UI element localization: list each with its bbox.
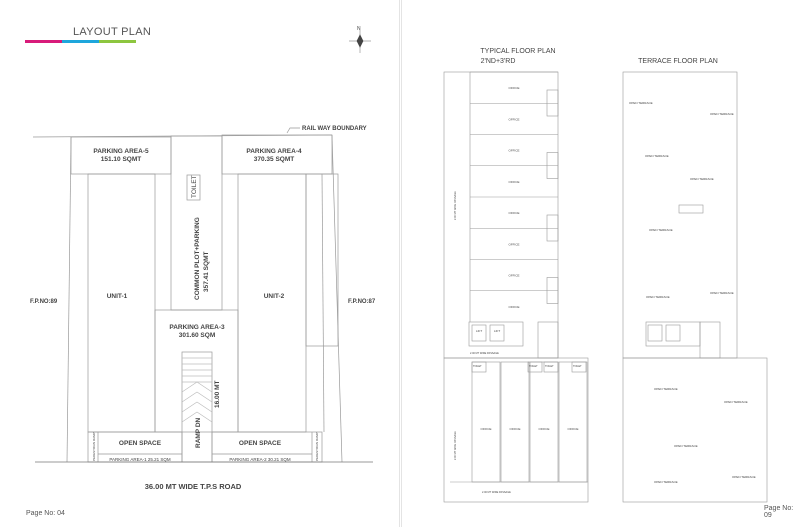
floor-plan-page: TYPICAL FLOOR PLAN 2'ND+3'RD TERRACE FLO… — [401, 0, 800, 527]
open-terrace-label: OPEN TERRACE — [629, 101, 653, 105]
open-terrace-label: OPEN TERRACE — [646, 295, 670, 299]
svg-text:N: N — [357, 26, 361, 32]
toilet-box — [543, 361, 559, 373]
road-label: 36.00 MT WIDE T.P.S ROAD — [145, 482, 242, 491]
layout-plan-drawing: N RAIL WAY BOUNDARY PARKIN — [30, 26, 376, 491]
svg-text:COMMON PLOT+PARKING: COMMON PLOT+PARKING — [194, 217, 201, 300]
svg-text:OPEN SPACE: OPEN SPACE — [119, 440, 162, 447]
svg-text:LIFT: LIFT — [494, 329, 500, 333]
svg-text:PEDESTRIAN RAMP: PEDESTRIAN RAMP — [315, 432, 319, 461]
office-label: OFFICE — [510, 427, 521, 431]
svg-text:TOILET: TOILET — [191, 175, 198, 198]
svg-text:F.P.NO:87: F.P.NO:87 — [348, 299, 376, 305]
office-label: OFFICE — [568, 427, 579, 431]
toilet-label: TOILET — [473, 365, 482, 368]
office-unit — [558, 361, 588, 483]
open-terrace-label: OPEN TERRACE — [710, 112, 734, 116]
office-label: OFFICE — [509, 180, 520, 184]
toilet-label: TOILET — [545, 365, 554, 368]
svg-text:16.00 MT: 16.00 MT — [214, 381, 221, 408]
svg-text:2.00 MT WIDE PASSAGE: 2.00 MT WIDE PASSAGE — [454, 191, 457, 220]
office-label: OFFICE — [509, 305, 520, 309]
office-label: OFFICE — [539, 427, 550, 431]
open-terrace-label: OPEN TERRACE — [674, 444, 698, 448]
open-terrace-label: OPEN TERRACE — [645, 154, 669, 158]
svg-text:PARKING AREA-2 30.21 SQM: PARKING AREA-2 30.21 SQM — [229, 457, 290, 462]
office-unit — [500, 361, 530, 483]
brand-bar-blue — [62, 40, 99, 43]
open-terrace-label: OPEN TERRACE — [649, 228, 673, 232]
office-unit — [471, 361, 501, 483]
floor-plans-drawing: TYPICAL FLOOR PLAN 2'ND+3'RD TERRACE FLO… — [443, 48, 768, 503]
office-label: OFFICE — [481, 427, 492, 431]
typical-title: TYPICAL FLOOR PLAN — [480, 48, 555, 55]
open-terrace-label: OPEN TERRACE — [732, 475, 756, 479]
svg-text:F.P.NO:89: F.P.NO:89 — [30, 299, 58, 305]
toilet-box — [527, 361, 543, 373]
svg-text:2.00 MT WIDE PASSAGE: 2.00 MT WIDE PASSAGE — [470, 352, 499, 355]
open-terrace-label: OPEN TERRACE — [654, 387, 678, 391]
open-terrace-label: OPEN TERRACE — [690, 177, 714, 181]
svg-text:2.00 MT WIDE PASSAGE: 2.00 MT WIDE PASSAGE — [482, 491, 511, 494]
svg-text:UNIT-2: UNIT-2 — [264, 293, 285, 300]
office-unit — [529, 361, 559, 483]
page-title: LAYOUT PLAN — [73, 26, 152, 38]
svg-text:PARKING AREA-4: PARKING AREA-4 — [246, 148, 302, 155]
toilet-box — [571, 361, 587, 373]
svg-text:301.60 SQM: 301.60 SQM — [179, 332, 216, 339]
svg-text:LIFT: LIFT — [476, 329, 482, 333]
svg-text:PEDESTRIAN RAMP: PEDESTRIAN RAMP — [92, 432, 96, 461]
brand-bar-pink — [25, 40, 62, 43]
office-label: OFFICE — [509, 211, 520, 215]
layout-plan-page: LAYOUT PLAN N RAIL WAY BOUNDARY — [0, 0, 400, 527]
svg-text:357.41 SQMT: 357.41 SQMT — [203, 252, 210, 292]
typical-subtitle: 2'ND+3'RD — [481, 58, 516, 65]
svg-text:RAMP DN: RAMP DN — [195, 417, 202, 448]
svg-text:151.10 SQMT: 151.10 SQMT — [101, 156, 141, 163]
svg-text:PARKING AREA-5: PARKING AREA-5 — [93, 148, 149, 155]
toilet-label: TOILET — [529, 365, 538, 368]
svg-text:UNIT-1: UNIT-1 — [107, 293, 128, 300]
office-label: OFFICE — [509, 242, 520, 246]
svg-text:PARKING AREA-1 25.21 SQM: PARKING AREA-1 25.21 SQM — [109, 457, 170, 462]
page-number: Page No: 04 — [26, 510, 65, 517]
toilet-box — [471, 361, 487, 373]
toilet-label: TOILET — [573, 365, 582, 368]
office-label: OFFICE — [509, 86, 520, 90]
railway-label: RAIL WAY BOUNDARY — [302, 126, 367, 132]
open-terrace-label: OPEN TERRACE — [710, 291, 734, 295]
open-terrace-label: OPEN TERRACE — [724, 400, 748, 404]
office-label: OFFICE — [509, 149, 520, 153]
open-terrace-label: OPEN TERRACE — [654, 480, 678, 484]
terrace-title: TERRACE FLOOR PLAN — [638, 58, 718, 65]
office-label: OFFICE — [509, 274, 520, 278]
page-number: Page No: 09 — [764, 505, 794, 519]
svg-text:OPEN SPACE: OPEN SPACE — [239, 440, 282, 447]
brand-bar-green — [99, 40, 136, 43]
north-arrow-icon: N — [349, 26, 371, 53]
office-label: OFFICE — [509, 117, 520, 121]
svg-text:2.00 MT WIDE PASSAGE: 2.00 MT WIDE PASSAGE — [454, 431, 457, 460]
svg-text:PARKING AREA-3: PARKING AREA-3 — [169, 324, 225, 331]
svg-text:370.35 SQMT: 370.35 SQMT — [254, 156, 294, 163]
